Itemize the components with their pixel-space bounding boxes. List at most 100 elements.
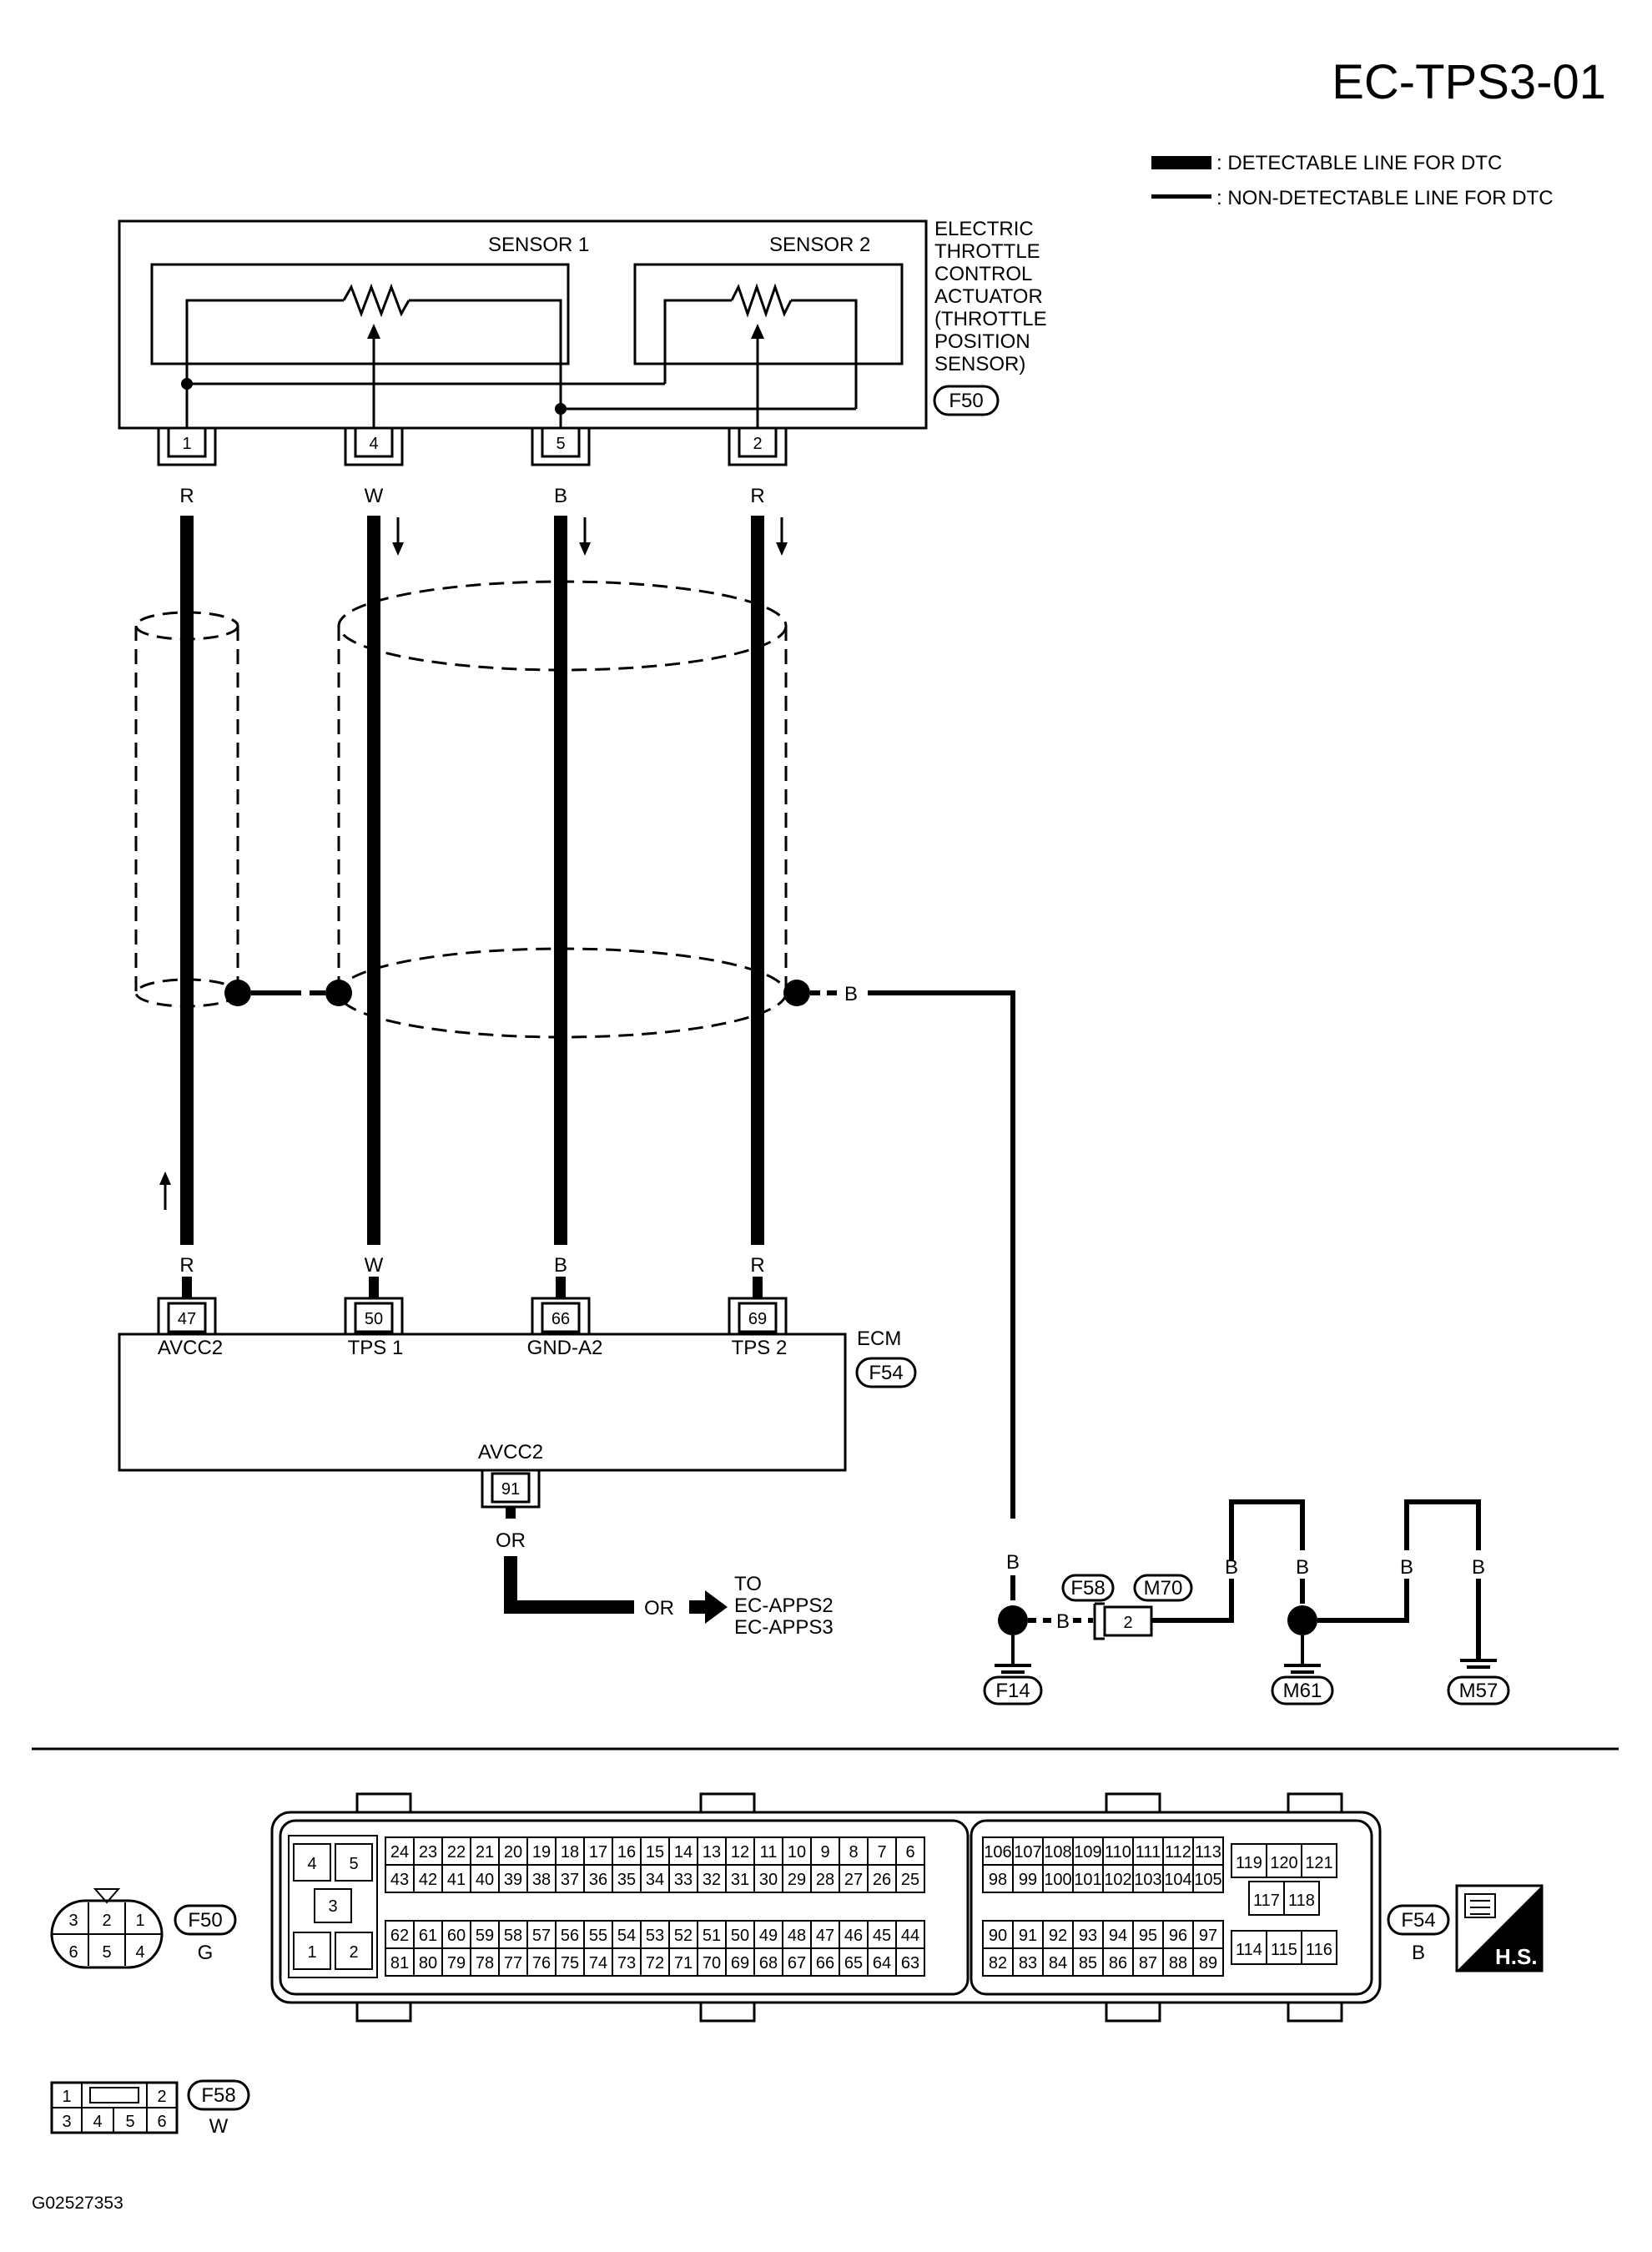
f54-pin-68: 68 [759,1954,778,1972]
sensor1-resistor [342,283,410,318]
f54-pin-74: 74 [589,1954,607,1972]
f54-pin-91: 91 [1019,1927,1037,1945]
svg-text:1: 1 [307,1943,316,1962]
wire-color-bottom-1: R [179,1254,194,1277]
f54-pin-44: 44 [901,1927,919,1945]
figure-id: G02527353 [32,2194,123,2213]
wire-color-bottom-4: R [750,1254,764,1277]
ground-wire-label-2: B [1056,1610,1070,1633]
f54-pin-114: 114 [1236,1941,1262,1959]
f54-pin-52: 52 [674,1927,693,1945]
actuator-pin-2: 2 [728,426,788,466]
f50-face-color: G [198,1942,214,1964]
f54-pin-38: 38 [532,1871,551,1889]
wire-color-top-3: B [554,485,567,507]
f54-pin-40: 40 [476,1871,494,1889]
svg-text:66: 66 [552,1310,570,1328]
f54-pin-28: 28 [816,1871,834,1889]
f54-pin-65: 65 [844,1954,863,1972]
svg-text:3: 3 [68,1912,78,1930]
actuator-pin-1: 1 [157,426,217,466]
legend: : DETECTABLE LINE FOR DTC : NON-DETECTAB… [1151,152,1554,209]
svg-text:1: 1 [135,1912,144,1930]
f54-pin-66: 66 [816,1954,834,1972]
or-wire-color: OR [644,1597,674,1620]
connector-m70: M70 [1144,1577,1183,1600]
ecm-box: AVCC2 TPS 1 GND-A2 TPS 2 AVCC2 ECM F54 [118,1328,917,1472]
f54-pin-31: 31 [731,1871,749,1889]
svg-text:1: 1 [182,435,191,453]
f54-pin-119: 119 [1236,1854,1262,1872]
f54-pin-56: 56 [561,1927,579,1945]
f54-pin-35: 35 [617,1871,636,1889]
wire-color-top-1: R [179,485,194,507]
shield-wire-color: B [844,983,858,1005]
ecm-lower-terminal: AVCC2 [478,1441,543,1464]
f54-pin-90: 90 [989,1927,1007,1945]
f54-pin-23: 23 [419,1843,437,1862]
f54-pin-43: 43 [390,1871,409,1889]
ground-wire-label-5: B [1400,1556,1413,1579]
svg-text:6: 6 [68,1943,78,1962]
f54-pin-100: 100 [1044,1871,1071,1889]
f54-pin-27: 27 [844,1871,863,1889]
connector-pin-2: 2 [1123,1614,1132,1632]
throttle-actuator: SENSOR 1 SENSOR 2 [118,219,928,442]
f54-pin-26: 26 [873,1871,891,1889]
f54-pin-48: 48 [788,1927,806,1945]
hs-badge: H.S. [1455,1884,1544,1972]
ground-circuit: B F14 B F58 M70 2 B B M61 B B [983,1499,1510,1705]
f54-pin-117: 117 [1253,1892,1280,1910]
ecm-terminal-gnd-a2: GND-A2 [527,1337,603,1359]
f54-pin-30: 30 [759,1871,778,1889]
f54-pin-80: 80 [419,1954,437,1972]
f54-pin-10: 10 [788,1843,806,1862]
ground-m57: M57 [1459,1680,1498,1702]
f54-pin-17: 17 [589,1843,607,1862]
ground-m61: M61 [1283,1680,1322,1702]
f54-pin-86: 86 [1109,1954,1127,1972]
f54-pin-45: 45 [873,1927,891,1945]
f54-pin-79: 79 [447,1954,466,1972]
f50-face-label: F50 [188,1909,222,1932]
f54-pin-60: 60 [447,1927,466,1945]
wire-color-bottom-2: W [365,1254,384,1277]
ground-wire-label-6: B [1472,1556,1485,1579]
f54-pin-55: 55 [589,1927,607,1945]
ecm-terminal-tps1: TPS 1 [348,1337,404,1359]
f54-face-label-right: F54 [1401,1909,1435,1932]
f54-pin-72: 72 [646,1954,664,1972]
f54-pin-6: 6 [905,1843,914,1862]
f54-pin-89: 89 [1199,1954,1217,1972]
f54-pin-111: 111 [1136,1843,1161,1862]
to-line-3: EC-APPS3 [734,1616,834,1639]
f54-pin-96: 96 [1169,1927,1187,1945]
f54-pin-87: 87 [1139,1954,1157,1972]
f54-pin-71: 71 [674,1954,693,1972]
actuator-name-line-3: CONTROL [934,263,1032,285]
f54-pin-113: 113 [1195,1843,1221,1862]
f58-face-color: W [209,2115,229,2138]
svg-text:4: 4 [369,435,378,453]
f54-pin-16: 16 [617,1843,636,1862]
f58-face-label: F58 [201,2084,235,2107]
detectable-wires [180,516,764,1245]
wire-color-top-4: R [750,485,764,507]
wire-color-top-2: W [365,485,384,507]
or-wire [504,1556,634,1614]
to-line-1: TO [734,1573,762,1595]
f54-pin-67: 67 [788,1954,806,1972]
hs-label: H.S. [1495,1944,1538,1969]
f54-pin-99: 99 [1019,1871,1037,1889]
ecm-pin-50: 50 [344,1297,404,1334]
f54-pin-121: 121 [1305,1854,1332,1872]
f54-pin-75: 75 [561,1954,579,1972]
f54-pin-118: 118 [1288,1892,1315,1910]
svg-text:4: 4 [307,1855,316,1873]
svg-text:5: 5 [556,435,565,453]
actuator-name: ELECTRIC THROTTLE CONTROL ACTUATOR (THRO… [933,218,1047,416]
svg-text:6: 6 [157,2113,166,2131]
f54-pin-94: 94 [1109,1927,1127,1945]
actuator-name-line-2: THROTTLE [934,240,1040,263]
f54-pin-33: 33 [674,1871,693,1889]
